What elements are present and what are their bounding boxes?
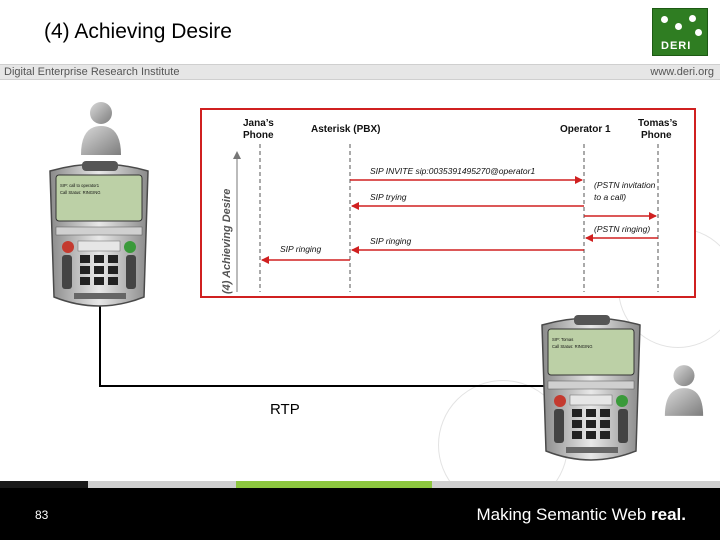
message-ringing-asterisk-label: SIP ringing: [370, 236, 412, 246]
message-ringing-jana-label: SIP ringing: [280, 244, 322, 254]
diagram-side-label: (4) Achieving Desire: [221, 189, 233, 294]
rtp-label: RTP: [270, 401, 300, 418]
footer-stripe: [0, 481, 88, 488]
participant-tomas-line1: Tomas’s: [638, 118, 678, 129]
institute-band: Digital Enterprise Research Institute ww…: [0, 64, 720, 80]
message-pstn-invitation-line2: to a call): [594, 192, 626, 202]
phone-screen-line: Call Status: RINGING: [60, 190, 101, 195]
phone-screen-line: SIP: call to operator1: [60, 183, 100, 188]
participant-asterisk: Asterisk (PBX): [311, 124, 380, 135]
person-icon: [664, 365, 704, 416]
participant-tomas-line2: Phone: [641, 130, 672, 141]
message-trying-label: SIP trying: [370, 192, 407, 202]
message-invite-label: SIP INVITE sip:0035391495270@operator1: [370, 166, 535, 176]
footer: 83 Making Semantic Web real.: [0, 488, 720, 540]
tagline-main: Making Semantic Web: [476, 505, 647, 524]
person-icon: [81, 102, 121, 155]
footer-stripe: [236, 481, 432, 488]
slide-number: 83: [35, 508, 49, 522]
footer-stripe: [432, 481, 720, 488]
institute-url: www.deri.org: [650, 66, 714, 78]
message-pstn-invitation-line1: (PSTN invitation: [594, 180, 656, 190]
logo-text: DERI: [661, 40, 692, 52]
footer-stripe: [88, 481, 236, 488]
institute-name: Digital Enterprise Research Institute: [4, 66, 180, 78]
sequence-diagram: (4) Achieving Desire Jana’s Phone Asteri…: [221, 118, 678, 294]
tagline: Making Semantic Web real.: [477, 505, 686, 525]
phone-screen-line: Call Status: RINGING: [552, 344, 593, 349]
tagline-emphasis: real.: [651, 505, 686, 524]
participant-operator: Operator 1: [560, 124, 611, 135]
deri-logo-icon: DERI: [652, 8, 708, 56]
message-pstn-ringing-label: (PSTN ringing): [594, 224, 650, 234]
participant-jana-line1: Jana’s: [243, 118, 274, 129]
participant-jana-line2: Phone: [243, 130, 274, 141]
sequence-diagram-frame: [200, 108, 696, 298]
slide-title: (4) Achieving Desire: [44, 20, 232, 43]
phone-screen-line: SIP: Tomas: [552, 337, 573, 342]
softphone-icon: SIP: Tomas Call Status: RINGING: [541, 315, 641, 461]
softphone-icon: SIP: call to operator1 Call Status: RING…: [49, 161, 149, 307]
